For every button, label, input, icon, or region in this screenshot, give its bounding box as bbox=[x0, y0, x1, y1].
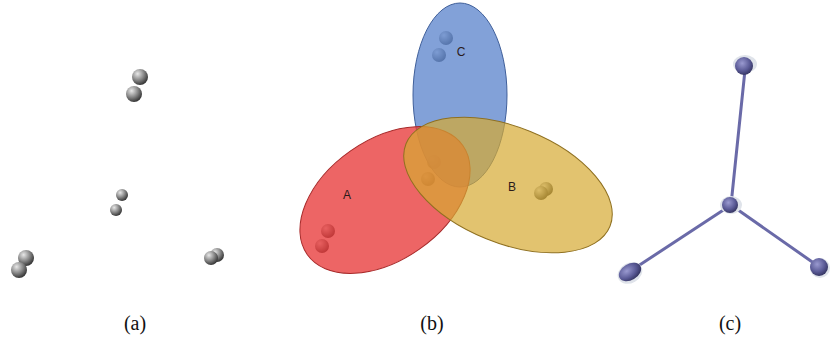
ellipsoid-atom bbox=[720, 196, 742, 214]
ellipsoid-atom bbox=[614, 258, 647, 288]
region-letter: A bbox=[343, 188, 351, 202]
dimer-molecule bbox=[11, 250, 34, 278]
panel-label: (b) bbox=[420, 312, 443, 335]
tripod-bonds bbox=[632, 70, 818, 270]
region-letter: C bbox=[457, 45, 466, 59]
panel-label: (c) bbox=[719, 312, 741, 335]
region-letter: B bbox=[508, 180, 516, 194]
dimer-molecule bbox=[126, 69, 148, 102]
dimer-molecule bbox=[110, 189, 128, 216]
region-ellipse: B bbox=[404, 117, 612, 253]
panel-label: (a) bbox=[124, 312, 146, 335]
ellipsoid-atom bbox=[733, 55, 757, 75]
dimer-molecule bbox=[204, 248, 224, 265]
ellipsoid-atom bbox=[810, 258, 830, 278]
